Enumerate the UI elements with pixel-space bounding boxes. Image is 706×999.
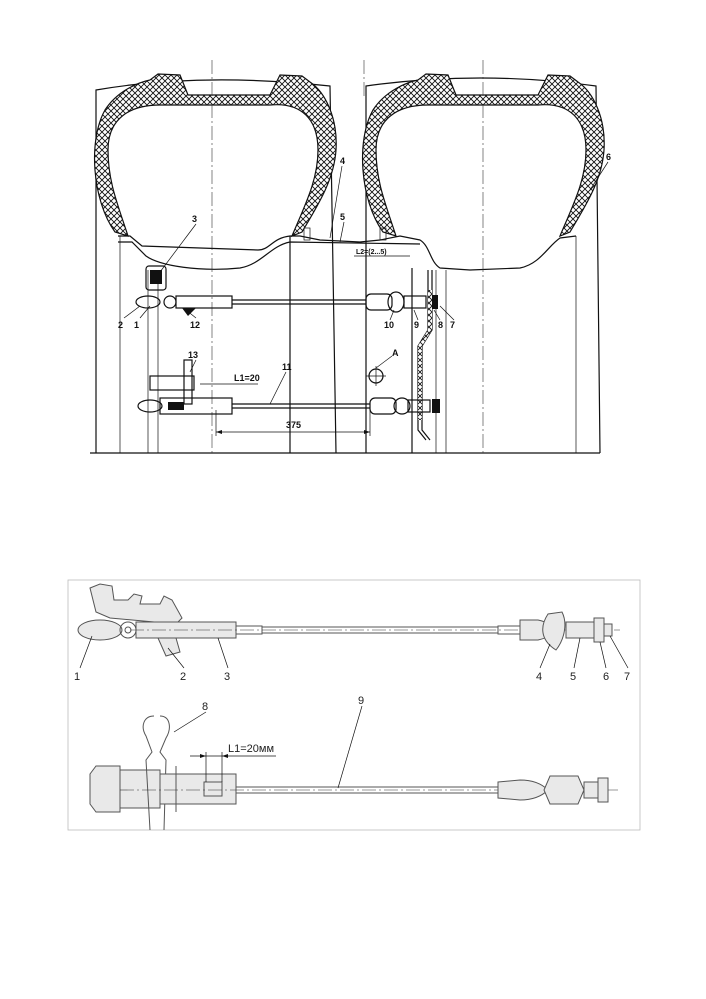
valve-stub-left <box>303 227 311 241</box>
dimension-l1-label: L1=20 <box>234 373 260 383</box>
slot-bottom-lower <box>203 781 223 797</box>
bottom-label-8: 8 <box>202 701 208 713</box>
dimension-l1mm-arrows <box>200 754 228 758</box>
dimension-l1mm-label: L1=20мм <box>228 743 274 755</box>
bottom-label-6: 6 <box>603 671 609 683</box>
dimension-l2-label: L2=(2...5) <box>356 249 387 256</box>
bottom-leader-lines <box>79 635 629 789</box>
nut-bottom-lower <box>597 777 609 803</box>
cap-bottom <box>603 623 613 637</box>
swivel-upper <box>163 295 177 309</box>
nut-upper <box>430 295 438 309</box>
disc-hatch <box>418 290 432 420</box>
valve-body-bottom-lower <box>89 765 121 813</box>
bottom-label-3: 3 <box>224 671 230 683</box>
spring-clip <box>142 715 170 831</box>
bottom-figure: L1=20мм 1 2 3 4 5 6 7 8 9 <box>67 579 641 831</box>
right-tire-section <box>361 73 605 238</box>
clip-bracket <box>89 583 183 625</box>
top-leader-lines <box>123 161 609 405</box>
valve-stub-right <box>379 227 387 241</box>
bottom-label-1: 1 <box>74 671 80 683</box>
top-label-12: 12 <box>190 320 200 330</box>
valve-housing-bottom-lower <box>119 769 161 809</box>
hose-fitting-left <box>175 295 233 309</box>
view-a-label: A <box>392 348 399 358</box>
view-a-leader <box>375 355 393 369</box>
valve-cap-upper <box>150 270 162 284</box>
adapter-bottom <box>565 621 595 639</box>
top-label-5: 5 <box>340 212 345 222</box>
hose-fitting-bottom-lower-left <box>159 773 237 805</box>
top-label-10: 10 <box>384 320 394 330</box>
hose-fitting-lower-right <box>369 397 397 415</box>
lower-extension-hose <box>137 359 440 415</box>
top-label-8: 8 <box>438 320 443 330</box>
hose-fitting-lower-left <box>159 397 233 415</box>
valve-body-upper <box>145 265 167 291</box>
hose-fitting-right <box>365 293 393 311</box>
dimension-375-label: 375 <box>286 420 301 430</box>
nut-bottom <box>593 617 605 643</box>
top-label-7: 7 <box>450 320 455 330</box>
rim-profile-upper <box>118 235 577 271</box>
top-label-13: 13 <box>188 350 198 360</box>
adapter-lower <box>407 399 431 413</box>
nut-lower <box>432 399 440 413</box>
adapter-bottom-lower <box>583 781 599 799</box>
valve-cap-bottom <box>77 619 123 641</box>
top-label-11: 11 <box>282 362 292 372</box>
left-wheel-outline <box>95 79 337 454</box>
top-figure: A L2=(2...5) L1=20 375 <box>90 60 611 455</box>
bottom-label-7: 7 <box>624 671 630 683</box>
upper-extension-hose <box>135 265 438 316</box>
bottom-label-2: 2 <box>180 671 186 683</box>
bottom-label-5: 5 <box>570 671 576 683</box>
top-label-1: 1 <box>134 320 139 330</box>
top-label-9: 9 <box>414 320 419 330</box>
top-label-4: 4 <box>340 156 345 166</box>
clip-lower <box>183 359 193 405</box>
ring-coupling-lower <box>393 397 411 415</box>
bottom-label-9: 9 <box>358 695 364 707</box>
pin-lower <box>168 402 184 410</box>
valve-end-lower <box>137 399 163 413</box>
adapter-upper <box>403 295 427 309</box>
clamp-bottom <box>157 637 181 657</box>
top-label-3: 3 <box>192 214 197 224</box>
ring-coupling-bottom <box>542 611 566 651</box>
ring-coupling-upper <box>387 291 405 313</box>
rim-profile-lower <box>118 241 421 270</box>
ring-coupling-bottom-lower <box>543 775 585 805</box>
bottom-upper-assembly <box>77 583 620 657</box>
top-label-2: 2 <box>118 320 123 330</box>
bottom-label-4: 4 <box>536 671 542 683</box>
left-tire-section <box>93 73 337 238</box>
bottom-lower-assembly <box>89 715 620 831</box>
valve-body-lower <box>149 375 195 391</box>
top-label-6: 6 <box>606 152 611 162</box>
